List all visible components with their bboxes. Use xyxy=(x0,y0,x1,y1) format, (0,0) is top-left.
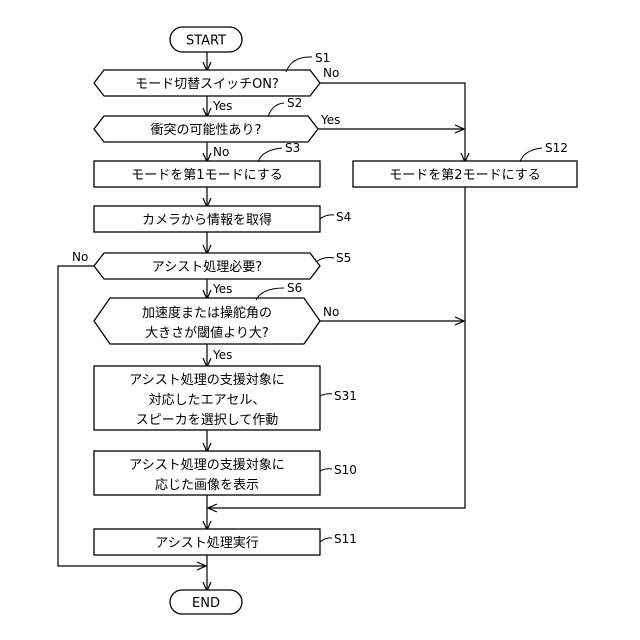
s2-text: 衝突の可能性あり? xyxy=(151,122,262,138)
s5-step-label: S5 xyxy=(336,251,351,265)
flow-s1-no-to-s12 xyxy=(320,83,465,161)
s4-text: カメラから情報を取得 xyxy=(142,212,272,228)
s2-no-label: No xyxy=(213,145,229,159)
decision-s6: 加速度または操舵角の 大きさが閾値より大? xyxy=(94,298,320,344)
s3-step-label: S3 xyxy=(285,141,300,155)
decision-s1: モード切替スイッチON? xyxy=(94,70,320,96)
s5-yes-label: Yes xyxy=(212,282,232,296)
s31-text-line2: 対応したエアセル、 xyxy=(149,393,266,408)
s2-yes-label: Yes xyxy=(320,113,340,127)
s12-text: モードを第2モードにする xyxy=(389,168,540,183)
s31-step-label: S31 xyxy=(334,389,357,403)
process-s31: アシスト処理の支援対象に 対応したエアセル、 スピーカを選択して作動 xyxy=(94,366,320,430)
decision-s5: アシスト処理必要? xyxy=(94,253,320,279)
s1-step-label: S1 xyxy=(315,51,330,65)
s6-no-label: No xyxy=(323,305,339,319)
s3-text: モードを第1モードにする xyxy=(131,168,282,183)
s12-leader xyxy=(520,148,542,162)
process-s12: モードを第2モードにする xyxy=(353,161,577,187)
s2-step-label: S2 xyxy=(287,96,302,110)
s4-leader xyxy=(320,215,334,219)
s10-text-line1: アシスト処理の支援対象に xyxy=(129,458,284,473)
end-label: END xyxy=(192,596,220,611)
process-s11: アシスト処理実行 xyxy=(94,529,320,555)
s1-yes-label: Yes xyxy=(212,99,232,113)
s2-leader xyxy=(268,103,284,117)
s5-text: アシスト処理必要? xyxy=(152,260,262,275)
s5-no-label: No xyxy=(72,250,88,264)
process-s4: カメラから情報を取得 xyxy=(94,206,320,232)
s12-step-label: S12 xyxy=(545,141,568,155)
s10-leader xyxy=(320,469,332,471)
end-terminal: END xyxy=(170,590,242,614)
s11-text: アシスト処理実行 xyxy=(155,535,258,551)
s4-step-label: S4 xyxy=(336,210,351,224)
s11-leader xyxy=(320,538,332,542)
s6-yes-label: Yes xyxy=(212,348,232,362)
s10-text-line2: 応じた画像を表示 xyxy=(155,478,259,493)
s31-leader xyxy=(320,394,332,396)
s3-leader xyxy=(258,148,282,162)
s1-text: モード切替スイッチON? xyxy=(135,77,279,92)
process-s3: モードを第1モードにする xyxy=(94,161,320,187)
s5-leader xyxy=(316,258,334,263)
s1-no-label: No xyxy=(323,66,339,80)
s10-step-label: S10 xyxy=(334,463,357,477)
start-terminal: START xyxy=(170,27,242,52)
s6-text-line2: 大きさが閾値より大? xyxy=(145,325,269,341)
start-label: START xyxy=(186,34,226,49)
s31-text-line3: スピーカを選択して作動 xyxy=(136,413,279,428)
s6-text-line1: 加速度または操舵角の xyxy=(142,305,272,321)
s6-step-label: S6 xyxy=(287,281,302,295)
s31-text-line1: アシスト処理の支援対象に xyxy=(129,373,284,388)
s11-step-label: S11 xyxy=(334,532,357,546)
decision-s2: 衝突の可能性あり? xyxy=(94,116,318,142)
process-s10: アシスト処理の支援対象に 応じた画像を表示 xyxy=(94,451,320,495)
